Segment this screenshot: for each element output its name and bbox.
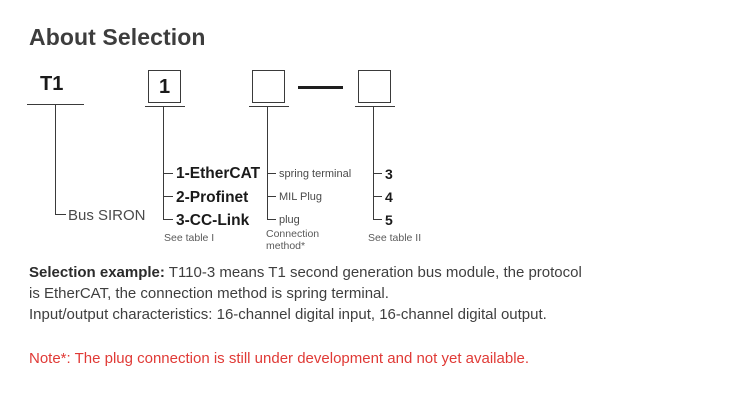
segment-box-connection-method: [252, 70, 285, 103]
selection-example-description: Selection example: T110-3 means T1 secon…: [29, 262, 729, 325]
segment-underline-generation: [145, 106, 185, 107]
segment-underline-connection-method: [249, 106, 289, 107]
option-label-generation-2: 3-CC-Link: [176, 212, 250, 229]
option-tick-generation-0: [163, 173, 173, 174]
option-label-connection-0: spring terminal: [279, 168, 352, 180]
option-tick-generation-2: [163, 219, 173, 220]
option-tick-io-1: [373, 196, 382, 197]
option-label-io-2: 5: [385, 212, 393, 228]
segment-leaf-label-series: Bus SIRON: [68, 207, 146, 224]
segment-leaf-tick-series: [55, 214, 66, 215]
segment-code-generation: 1: [158, 75, 171, 98]
option-tick-connection-2: [267, 219, 276, 220]
option-tick-generation-1: [163, 196, 173, 197]
segment-underline-io: [355, 106, 395, 107]
segment-caption-io: See table II: [368, 232, 422, 244]
option-label-io-0: 3: [385, 166, 393, 182]
segment-box-io: [358, 70, 391, 103]
selection-example-line1: T110-3 means T1 second generation bus mo…: [164, 264, 582, 281]
segment-stem-io: [373, 106, 374, 219]
option-label-generation-0: 1-EtherCAT: [176, 165, 261, 182]
selection-example-label: Selection example:: [29, 264, 165, 281]
segment-box-generation: 1: [148, 70, 181, 103]
segment-stem-series: [55, 104, 56, 214]
segment-code-series: T1: [40, 73, 64, 95]
segment-stem-generation: [163, 106, 164, 219]
segment-stem-connection-method: [267, 106, 268, 219]
option-tick-connection-1: [267, 196, 276, 197]
option-label-generation-1: 2-Profinet: [176, 189, 249, 206]
option-tick-io-2: [373, 219, 382, 220]
segment-caption-connection-line2: method*: [266, 240, 306, 252]
page-title: About Selection: [29, 24, 206, 50]
selection-code-diagram: T1 Bus SIRON 1 1-EtherCAT 2-Profinet 3-C…: [27, 70, 422, 252]
separator-dash: [298, 86, 343, 89]
segment-caption-connection-line1: Connection: [266, 228, 320, 240]
option-tick-connection-0: [267, 173, 276, 174]
selection-example-line2: is EtherCAT, the connection method is sp…: [29, 285, 389, 302]
option-label-connection-2: plug: [279, 214, 300, 226]
option-label-io-1: 4: [385, 189, 393, 205]
segment-caption-generation: See table I: [164, 232, 215, 244]
note-text: Note*: The plug connection is still unde…: [29, 350, 530, 367]
option-tick-io-0: [373, 173, 382, 174]
selection-example-line3: Input/output characteristics: 16-channel…: [29, 306, 547, 323]
option-label-connection-1: MIL Plug: [279, 191, 323, 203]
